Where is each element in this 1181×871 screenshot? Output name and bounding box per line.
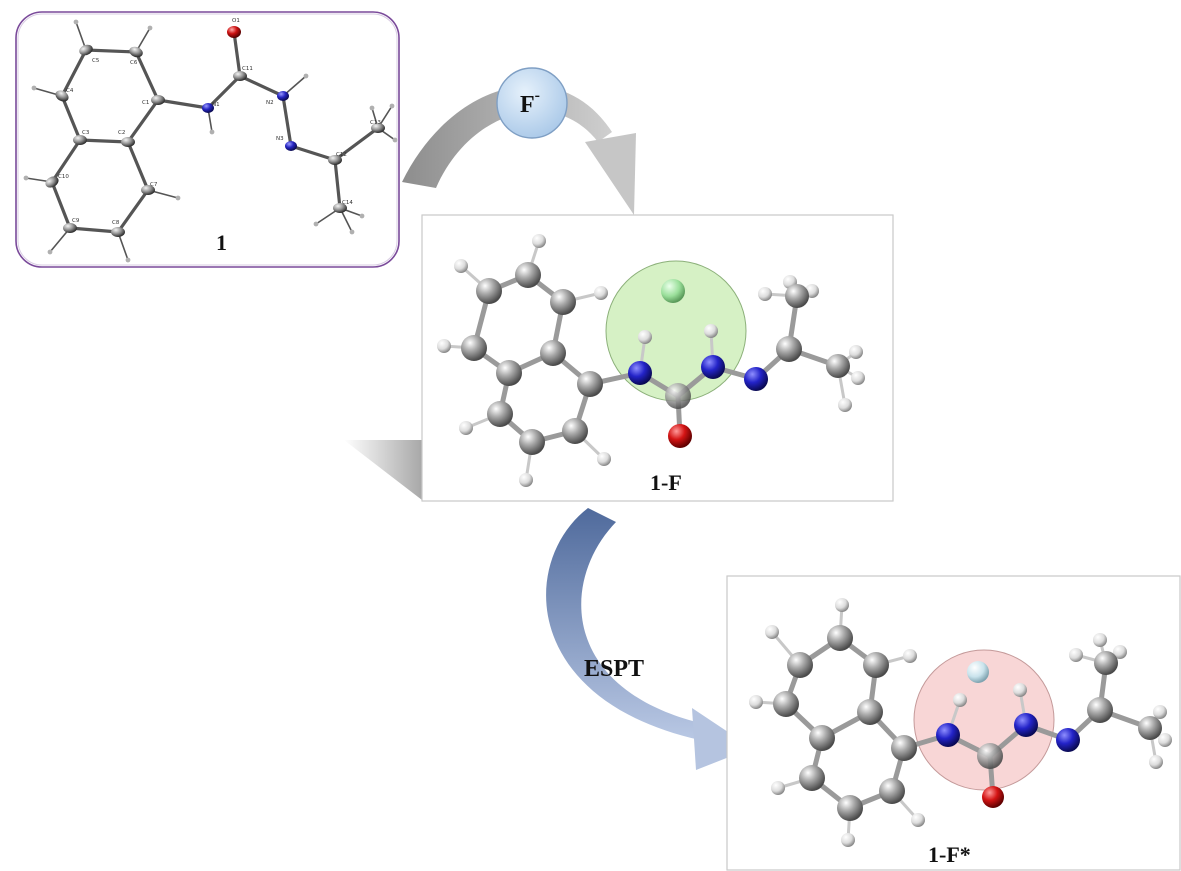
atom-label: C2 — [118, 130, 125, 136]
compound-label-1: 1 — [216, 230, 227, 255]
atom-label: N1 — [212, 102, 220, 108]
panel-complex-1F: 1-F — [421, 214, 894, 502]
atom-label: C9 — [72, 218, 80, 224]
atom-label: O1 — [232, 18, 240, 24]
panel-compound-1: O1 C11 N1 N2 N3 C1 C2 C3 C4 C5 C6 C7 C8 … — [15, 11, 400, 268]
arrow-espt — [546, 508, 752, 770]
atom-label: C3 — [82, 130, 90, 136]
process-label-espt: ESPT — [584, 656, 644, 682]
atom-label: C13 — [370, 120, 381, 126]
complex-label-1F: 1-F — [650, 470, 682, 495]
panel-shadow — [344, 440, 422, 500]
atom-label: C1 — [142, 100, 149, 106]
ion-symbol: F — [520, 92, 535, 118]
atom-label: C10 — [58, 174, 69, 180]
atom-label: N2 — [266, 100, 274, 106]
atom-label: C7 — [150, 182, 158, 188]
molecule-1F-star — [749, 598, 1172, 847]
ion-charge: - — [535, 87, 540, 104]
fluoride-ion-bubble: F- — [496, 67, 568, 139]
atom-label: C6 — [130, 60, 138, 66]
molecule-1F — [437, 234, 865, 487]
atom-label: C4 — [66, 88, 74, 94]
atom-label: C8 — [112, 220, 120, 226]
excited-label-1F-star: 1-F* — [928, 842, 971, 867]
atom-label: N3 — [276, 136, 284, 142]
svg-text:F-: F- — [520, 87, 540, 118]
panel-excited-1F-star: 1-F* — [726, 575, 1181, 871]
ortep-structure-1: O1 C11 N1 N2 N3 C1 C2 C3 C4 C5 C6 C7 C8 … — [23, 18, 398, 263]
atom-label: C5 — [92, 58, 100, 64]
atom-label: C14 — [342, 200, 353, 206]
atom-label: C11 — [242, 66, 253, 72]
atom-label: C12 — [336, 152, 347, 158]
